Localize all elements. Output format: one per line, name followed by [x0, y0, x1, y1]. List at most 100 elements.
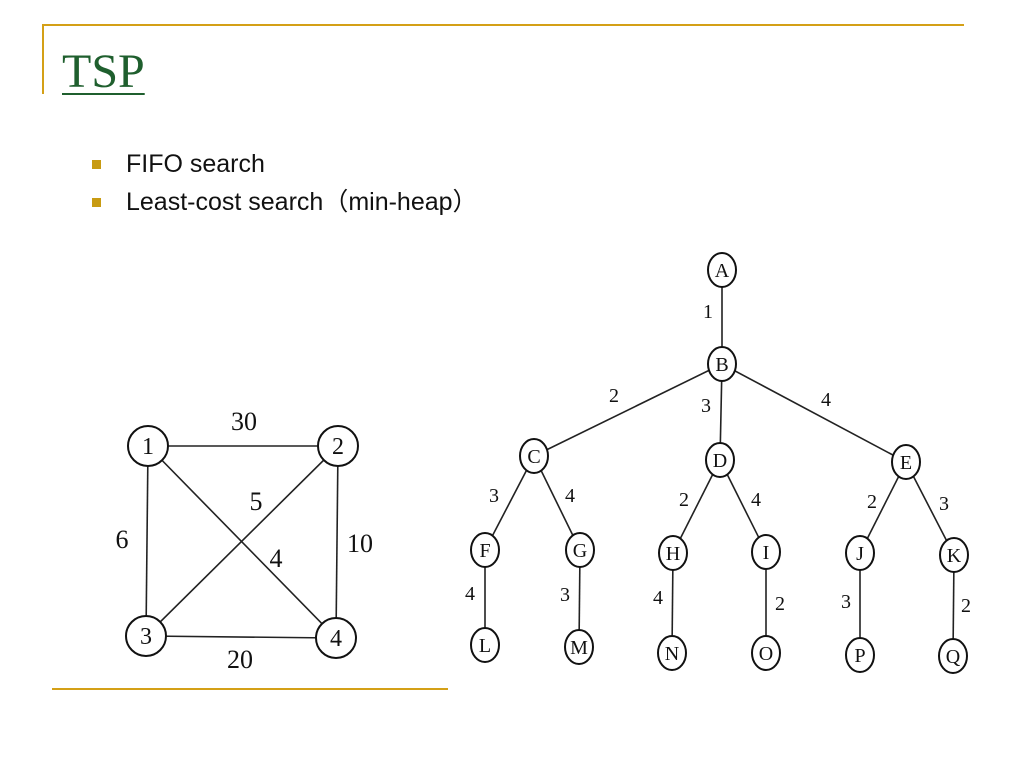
- tree-edge-weight-H-N: 4: [653, 587, 663, 609]
- tree-edge-weight-I-O: 2: [775, 593, 785, 615]
- tree-edge-weight-D-H: 2: [679, 489, 689, 511]
- tree-edge-B-E: [721, 363, 907, 463]
- tree-node-K: K: [939, 537, 969, 573]
- tree-edge-weight-C-F: 3: [489, 485, 499, 507]
- bullet-text-least-cost: Least-cost search（min-heap）: [126, 188, 478, 216]
- tree-node-F: F: [470, 532, 500, 568]
- tree-edge-weight-D-I: 4: [751, 489, 761, 511]
- tree-node-A: A: [707, 252, 737, 288]
- tree-node-M: M: [564, 629, 594, 665]
- top-rule: [42, 24, 964, 26]
- bottom-rule: [52, 688, 448, 690]
- graph-node-label: 3: [140, 624, 152, 650]
- tree-edge-weight-K-Q: 2: [961, 595, 971, 617]
- graph-node-circle: [315, 617, 357, 659]
- tree-node-N: N: [657, 635, 687, 671]
- tree-node-ellipse: [658, 535, 688, 571]
- graph-edge-weight-1-3: 6: [116, 525, 129, 554]
- tree-node-E: E: [891, 444, 921, 480]
- state-space-tree: 1 2 3 4 3 4 2 4 2 3 4 3 4 2 3 2 A B C D E F G H I J K L M N O P Q: [465, 252, 971, 674]
- tree-node-ellipse: [845, 637, 875, 673]
- tree-node-ellipse: [751, 534, 781, 570]
- square-bullet-icon: [92, 160, 101, 169]
- tree-node-ellipse: [891, 444, 921, 480]
- graph-edge-weight-1-2: 30: [231, 407, 257, 436]
- tree-edge-weight-J-P: 3: [841, 591, 851, 613]
- tree-edge-weight-C-G: 4: [565, 485, 575, 507]
- tree-node-label: M: [570, 637, 588, 659]
- tree-node-label: N: [665, 643, 679, 665]
- tree-edge-C-F: [484, 455, 535, 551]
- tree-edge-E-K: [905, 461, 955, 556]
- graph-node-4: 4: [315, 617, 357, 659]
- tree-node-label: F: [479, 540, 490, 562]
- square-bullet-icon: [92, 198, 101, 207]
- tree-node-O: O: [751, 635, 781, 671]
- tree-node-J: J: [845, 535, 875, 571]
- tree-node-label: H: [666, 543, 680, 565]
- tree-node-label: G: [573, 540, 587, 562]
- tree-node-B: B: [707, 346, 737, 382]
- tree-edge-weight-E-J: 2: [867, 491, 877, 513]
- tree-node-ellipse: [519, 438, 549, 474]
- tree-node-label: Q: [946, 646, 961, 668]
- tree-edge-weight-B-D: 3: [701, 395, 711, 417]
- tree-node-G: G: [565, 532, 595, 568]
- tree-edge-C-G: [533, 455, 581, 551]
- graph-node-label: 1: [142, 434, 154, 460]
- graph-node-1: 1: [127, 425, 169, 467]
- graph-edge-3-4: [145, 635, 337, 639]
- tree-edge-weight-E-K: 3: [939, 493, 949, 515]
- tree-edge-B-C: [533, 363, 723, 457]
- tree-node-P: P: [845, 637, 875, 673]
- graph-edge-weight-1-4: 4: [270, 544, 283, 573]
- tree-node-ellipse: [707, 346, 737, 382]
- tree-node-label: O: [759, 643, 773, 665]
- tree-node-C: C: [519, 438, 549, 474]
- graph-edge-weight-2-4: 10: [347, 529, 373, 558]
- graph-edge-weight-2-3: 5: [250, 487, 263, 516]
- tree-node-ellipse: [657, 635, 687, 671]
- tree-edge-weight-B-E: 4: [821, 389, 831, 411]
- slide-title: TSP: [62, 45, 145, 98]
- tree-node-ellipse: [705, 442, 735, 478]
- graph-node-circle: [125, 615, 167, 657]
- bullet-text-fifo: FIFO search: [126, 150, 265, 178]
- graph-node-label: 4: [330, 626, 342, 652]
- tree-node-ellipse: [939, 537, 969, 573]
- graph-node-circle: [127, 425, 169, 467]
- tree-node-ellipse: [564, 629, 594, 665]
- graph-node-3: 3: [125, 615, 167, 657]
- tree-edge-weight-F-L: 4: [465, 583, 475, 605]
- tree-node-L: L: [470, 627, 500, 663]
- tree-edge-weight-A-B: 1: [703, 301, 713, 323]
- tree-node-ellipse: [707, 252, 737, 288]
- tree-node-label: L: [479, 635, 491, 657]
- bullet-item-least-cost: Least-cost search（min-heap）: [90, 184, 478, 220]
- tree-node-ellipse: [565, 532, 595, 568]
- tree-node-I: I: [751, 534, 781, 570]
- tree-node-label: C: [527, 446, 540, 468]
- graph-edge-1-4: [147, 445, 337, 639]
- tree-node-ellipse: [470, 532, 500, 568]
- tree-node-label: A: [715, 260, 730, 282]
- graph-node-label: 2: [332, 434, 344, 460]
- bullet-item-fifo: FIFO search: [90, 146, 470, 182]
- left-rule: [42, 24, 44, 94]
- tree-node-H: H: [658, 535, 688, 571]
- tree-node-ellipse: [751, 635, 781, 671]
- graph-edge-weight-3-4: 20: [227, 645, 253, 674]
- graph-node-circle: [317, 425, 359, 467]
- tree-node-label: K: [947, 545, 962, 567]
- tree-node-ellipse: [470, 627, 500, 663]
- tree-edge-weight-B-C: 2: [609, 385, 619, 407]
- graph-edge-1-3: [145, 445, 149, 637]
- tree-edge-weight-G-M: 3: [560, 584, 570, 606]
- tree-node-label: E: [900, 452, 912, 474]
- tree-node-label: P: [854, 645, 865, 667]
- tree-node-label: D: [713, 450, 727, 472]
- tree-node-label: B: [715, 354, 728, 376]
- bullet-list: FIFO search Least-cost search（min-heap）: [90, 146, 478, 222]
